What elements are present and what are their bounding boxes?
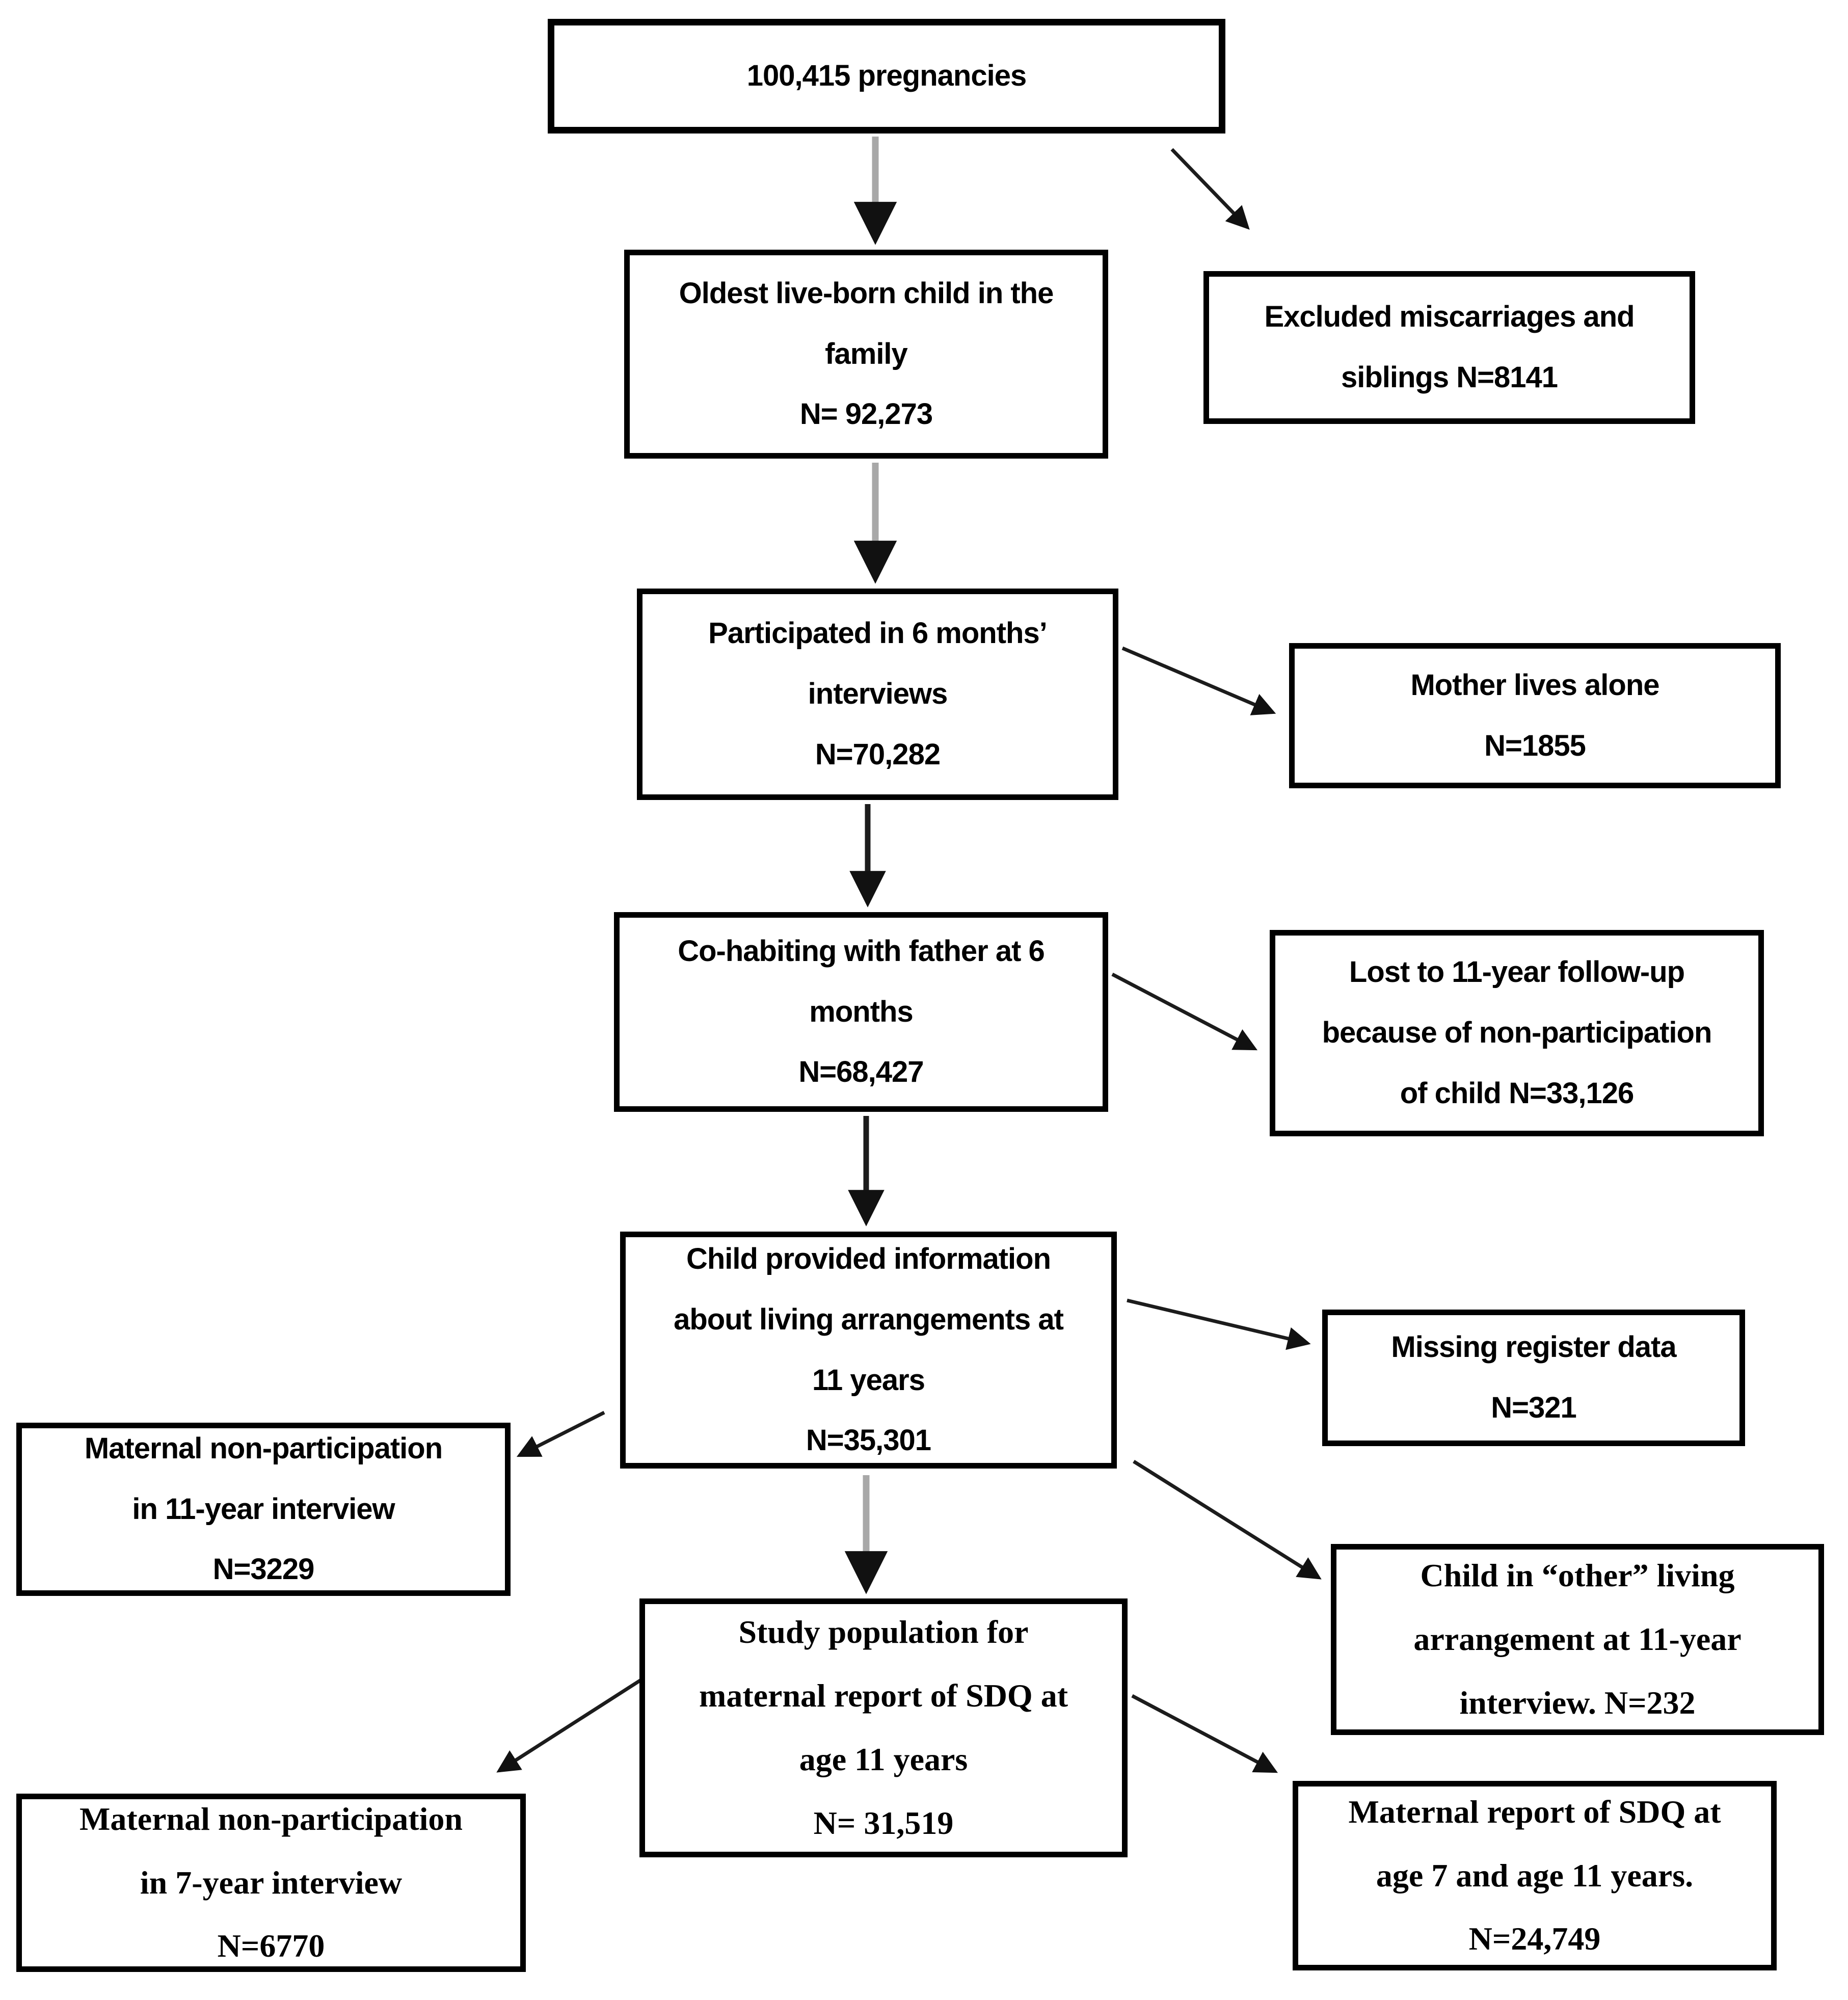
box-maternal-nonparticipation-11: Maternal non-participation in 11-year in…	[16, 1423, 511, 1596]
box-maternal-report-sdq: Maternal report of SDQ at age 7 and age …	[1293, 1781, 1777, 1970]
box-lost-to-followup: Lost to 11-year follow-up because of non…	[1270, 930, 1764, 1136]
box-study-population: Study population for maternal report of …	[639, 1598, 1128, 1857]
box-child-other-arrangement: Child in “other” living arrangement at 1…	[1331, 1544, 1824, 1735]
box-excluded-miscarriages: Excluded miscarriages and siblings N=814…	[1203, 271, 1695, 424]
box-child-provided-info: Child provided information about living …	[620, 1232, 1117, 1469]
box-oldest-child: Oldest live-born child in the family N= …	[624, 250, 1108, 459]
box-maternal-nonparticipation-7: Maternal non-participation in 7-year int…	[16, 1794, 526, 1972]
arrow-child-info-to-maternal-11	[516, 1410, 605, 1457]
box-cohabiting-with-father: Co-habiting with father at 6 months N=68…	[614, 912, 1108, 1112]
box-pregnancies: 100,415 pregnancies	[548, 19, 1225, 134]
arrow-pregnancies-to-excluded	[1170, 148, 1250, 230]
box-mother-lives-alone: Mother lives alone N=1855	[1289, 643, 1781, 788]
arrow-participated-to-mother-alone	[1121, 646, 1276, 715]
box-participated-6-months: Participated in 6 months’ interviews N=7…	[637, 589, 1118, 800]
box-missing-register-data: Missing register data N=321	[1322, 1310, 1745, 1446]
arrow-child-info-to-missing	[1127, 1298, 1311, 1350]
arrow-study-pop-to-maternal-7	[496, 1664, 665, 1773]
arrow-child-info-to-child-other	[1133, 1460, 1322, 1580]
arrow-cohabiting-to-lost	[1111, 972, 1258, 1051]
arrow-study-pop-to-maternal-sdq	[1131, 1694, 1278, 1773]
